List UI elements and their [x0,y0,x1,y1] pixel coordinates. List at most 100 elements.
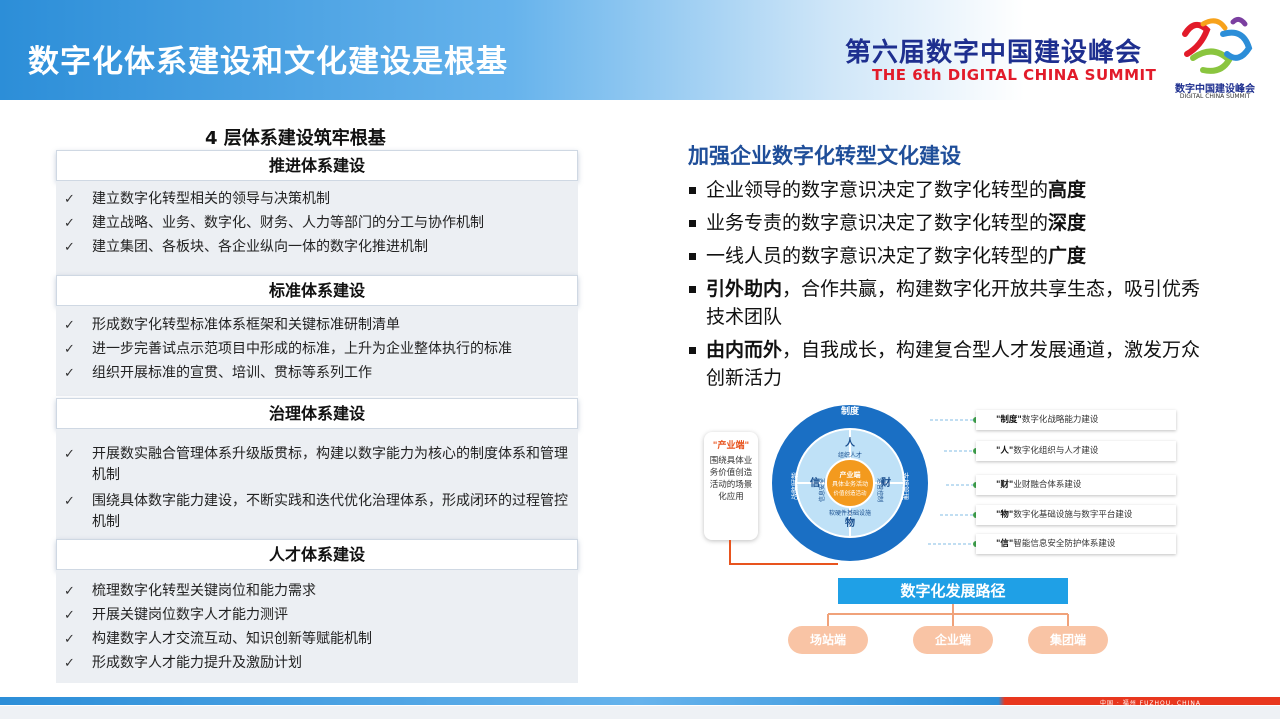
connector-line [928,419,976,545]
left-column-title: 4 层体系建设筑牢根基 [205,128,386,149]
bullet-text: 一线人员的数字意识决定了数字化转型的 [706,245,1049,267]
square-bullet-icon [689,220,696,227]
bullet-bold: 高度 [1048,179,1087,201]
check-icon: ✓ [64,608,75,623]
center-label-2: 具体业务活动 [832,480,868,488]
footer-text: 中国 · 福州 FUZHOU, CHINA [1100,700,1201,707]
bullet-bold: 引外助内 [706,278,783,300]
bullet-item: 业务专责的数字意识决定了数字化转型的深度 [688,209,1208,237]
list-item: ✓梳理数字化转型关键岗位和能力需求 [56,581,578,602]
list-item: ✓进一步完善试点示范项目中形成的标准，上升为企业整体执行的标准 [56,339,578,360]
section-governance: 治理体系建设 ✓ 开展数实融合管理体系升级版贯标，构建以数字能力为核心的制度体系和… [56,398,578,539]
summit-logo-icon [1182,16,1253,74]
quad-label-right: 财 [880,476,891,489]
header-band [0,0,1280,100]
item-text: 开展数实融合管理体系升级版贯标，构建以数字能力为核心的制度体系和管理机制 [92,446,568,483]
ring-label-top: 制度 [841,405,860,417]
capability-label: "信"智能信息安全防护体系建设 [976,534,1176,554]
label-text: 数字化组织与人才建设 [1013,446,1099,456]
check-icon: ✓ [64,216,75,231]
summit-title-en: THE 6th DIGITAL CHINA SUMMIT [872,66,1157,84]
section-heading: 标准体系建设 [56,275,578,306]
connector-line [729,540,838,565]
list-item: ✓围绕具体数字能力建设，不断实践和迭代优化治理体系，形成闭环的过程管控机制 [56,491,578,533]
label-bold: "物" [996,510,1014,520]
check-icon: ✓ [64,192,75,207]
label-bold: "人" [996,446,1014,456]
item-text: 构建数字人才交流互动、知识创新等赋能机制 [92,631,372,647]
label-bold: "财" [996,480,1014,490]
label-text: 数字化基础设施与数字平台建设 [1013,510,1133,520]
culture-bullet-list: 企业领导的数字意识决定了数字化转型的高度 业务专责的数字意识决定了数字化转型的深… [688,176,1208,397]
summit-logo: 数字中国建设峰会 DIGITAL CHINA SUMMIT [1165,14,1265,100]
bullet-text: ，合作共赢，构建数字化开放共享生态，吸引优秀技术团队 [706,278,1201,328]
oval-group: 集团端 [1028,626,1108,654]
square-bullet-icon [689,347,696,354]
capability-label: "人"数字化组织与人才建设 [976,441,1176,461]
capability-label: "物"数字化基础设施与数字平台建设 [976,505,1176,525]
label-bold: "制度" [996,415,1022,425]
development-path-box: 数字化发展路径 [838,578,1068,604]
section-body: ✓建立数字化转型相关的领导与决策机制 ✓建立战略、业务、数字化、财务、人力等部门… [56,181,578,293]
list-item: ✓建立集团、各板块、各企业纵向一体的数字化推进机制 [56,237,578,258]
list-item: ✓组织开展标准的宣贯、培训、贯标等系列工作 [56,363,578,384]
capability-label: "制度"数字化战略能力建设 [976,410,1176,430]
ring-label-right: 支撑管理 [901,472,910,500]
item-text: 组织开展标准的宣贯、培训、贯标等系列工作 [92,365,372,381]
item-text: 建立集团、各板块、各企业纵向一体的数字化推进机制 [92,239,428,255]
oval-enterprise: 企业端 [913,626,993,654]
item-text: 进一步完善试点示范项目中形成的标准，上升为企业整体执行的标准 [92,341,512,357]
check-icon: ✓ [64,318,75,333]
side-box-text: 围绕具体业务价值创造活动的场景化应用 [709,456,753,502]
footer-stripe [0,697,1280,705]
logo-text-en: DIGITAL CHINA SUMMIT [1179,93,1251,100]
quad-label-top: 人 [845,436,856,449]
list-item: ✓ 形成数字化转型标准体系框架和关键标准研制清单 [56,315,578,336]
section-body: ✓ 开展数实融合管理体系升级版贯标，构建以数字能力为核心的制度体系和管理机制 ✓围… [56,429,578,539]
bullet-text: ，自我成长，构建复合型人才发展通道，激发万众创新活力 [706,339,1201,389]
bullet-item: 一线人员的数字意识决定了数字化转型的广度 [688,242,1208,270]
item-text: 形成数字化转型标准体系框架和关键标准研制清单 [92,317,400,333]
item-text: 形成数字人才能力提升及激励计划 [92,655,302,671]
right-column-title: 加强企业数字化转型文化建设 [688,144,961,168]
section-promotion: 推进体系建设 ✓建立数字化转型相关的领导与决策机制 ✓建立战略、业务、数字化、财… [56,150,578,293]
section-talent: 人才体系建设 ✓梳理数字化转型关键岗位和能力需求 ✓ 开展关键岗位数字人才能力测评… [56,539,578,683]
center-label-1: 产业端 [840,470,861,479]
industry-side-box: "产业端" 围绕具体业务价值创造活动的场景化应用 [704,432,758,540]
check-icon: ✓ [64,584,75,599]
item-text: 围绕具体数字能力建设，不断实践和迭代优化治理体系，形成闭环的过程管控机制 [92,493,568,530]
ring-label-left: 战略赋能 [790,472,799,500]
bullet-bold: 由内而外 [706,339,783,361]
quad-label-left: 信 [810,476,820,489]
list-item: ✓形成数字人才能力提升及激励计划 [56,653,578,674]
bullet-text: 企业领导的数字意识决定了数字化转型的 [706,179,1049,201]
list-item: ✓ 开展数实融合管理体系升级版贯标，构建以数字能力为核心的制度体系和管理机制 [56,444,578,486]
center-disc [825,458,875,508]
label-text: 业财融合体系建设 [1013,480,1082,490]
bullet-bold: 广度 [1048,245,1087,267]
section-heading: 治理体系建设 [56,398,578,429]
section-heading: 推进体系建设 [56,150,578,181]
check-icon: ✓ [64,447,75,462]
item-text: 建立战略、业务、数字化、财务、人力等部门的分工与协作机制 [92,215,484,231]
connector-line [827,604,1069,626]
list-item: ✓构建数字人才交流互动、知识创新等赋能机制 [56,629,578,650]
square-bullet-icon [689,253,696,260]
section-standards: 标准体系建设 ✓ 形成数字化转型标准体系框架和关键标准研制清单 ✓进一步完善试点示… [56,275,578,396]
label-text: 数字化战略能力建设 [1021,415,1099,425]
summit-title-cn: 第六届数字中国建设峰会 [845,38,1143,68]
item-text: 开展关键岗位数字人才能力测评 [92,607,288,623]
square-bullet-icon [689,286,696,293]
capability-diagram: "产业端" 围绕具体业务价值创造活动的场景化应用 制度 战略赋能 支撑管理 人 … [700,398,1180,688]
label-bold: "信" [996,539,1014,549]
quad-sub-right: 运营控制 [876,478,884,502]
center-label-3: 价值创造活动 [833,489,867,497]
bullet-bold: 深度 [1048,212,1087,234]
bullet-text: 业务专责的数字意识决定了数字化转型的 [706,212,1049,234]
side-box-title: "产业端" [712,441,750,451]
quad-sub-top: 组织人才 [838,451,862,459]
bullet-item: 由内而外，自我成长，构建复合型人才发展通道，激发万众创新活力 [688,336,1208,392]
section-heading: 人才体系建设 [56,539,578,570]
quad-sub-left: 信息安全 [818,478,826,502]
ring-diagram: 制度 战略赋能 支撑管理 人 组织人才 信 信息安全 财 运营控制 物 软硬件基… [729,405,1069,626]
